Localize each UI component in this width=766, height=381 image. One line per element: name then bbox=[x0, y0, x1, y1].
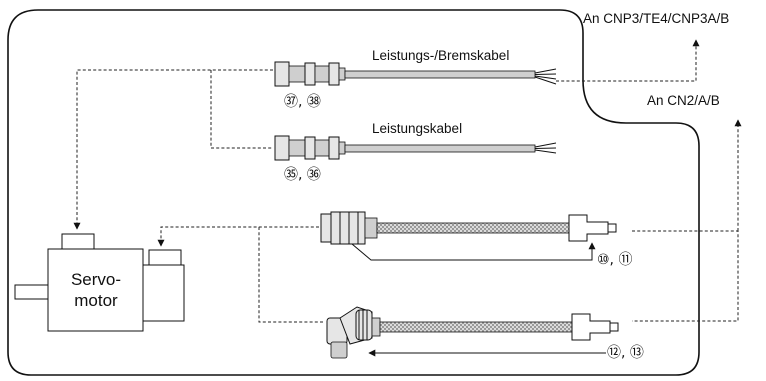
power-cable bbox=[274, 135, 557, 161]
motor-power-route bbox=[73, 69, 273, 230]
encoder-route-line bbox=[632, 230, 739, 322]
motor-power-branch bbox=[210, 70, 273, 149]
power-cable-numbers: ㉟, ㊱ bbox=[284, 167, 321, 183]
servo-motor bbox=[14, 233, 185, 332]
encoder-cable-straight bbox=[320, 211, 617, 261]
encoder-straight-numbers: ⑩, ⑪ bbox=[597, 252, 632, 268]
encoder-angled-numbers: ⑫, ⑬ bbox=[607, 345, 644, 361]
power-cable-label: Leistungskabel bbox=[372, 121, 462, 136]
power-route-line bbox=[556, 39, 700, 82]
enclosure-frame bbox=[7, 9, 700, 376]
power-brake-cable-label: Leistungs-/Bremskabel bbox=[372, 48, 509, 63]
power-brake-cable-numbers: ㊲, ㊳ bbox=[284, 94, 321, 110]
encoder-terminal-label: An CN2/A/B bbox=[647, 93, 720, 108]
encoder-straight-route bbox=[157, 226, 319, 247]
power-terminal-label: An CNP3/TE4/CNP3A/B bbox=[583, 11, 729, 26]
motor-label-line1: Servo- bbox=[71, 270, 121, 289]
encoder-angled-route bbox=[258, 227, 325, 323]
power-brake-cable bbox=[274, 61, 557, 87]
motor-label-line2: motor bbox=[74, 291, 118, 310]
encoder-cable-angled bbox=[326, 306, 619, 359]
